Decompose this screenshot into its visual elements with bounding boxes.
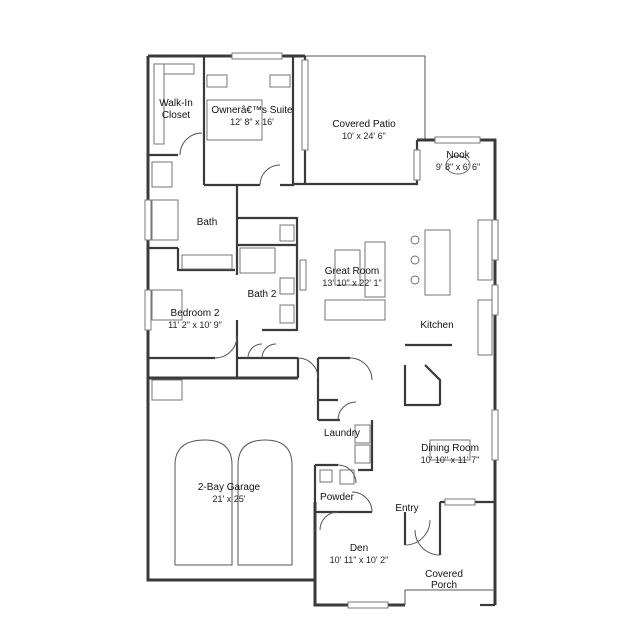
windows xyxy=(144,52,499,609)
nook-label: Nook xyxy=(446,150,470,161)
laundry-label: Laundry xyxy=(324,428,360,439)
great-room-dims: 13' 10" x 22' 1" xyxy=(322,278,381,288)
dining-room-dims: 10' 10" x 11' 7" xyxy=(421,455,480,465)
entry-label: Entry xyxy=(395,503,418,514)
covered-patio-dims: 10' x 24' 6" xyxy=(342,131,386,141)
fixtures xyxy=(151,63,493,566)
kitchen-label: Kitchen xyxy=(420,320,453,331)
bath-label: Bath xyxy=(197,217,218,228)
covered-porch-label-2: Porch xyxy=(431,580,457,591)
dining-room-label: Dining Room xyxy=(421,443,479,454)
den-dims: 10' 11" x 10' 2" xyxy=(330,555,389,565)
covered-patio-label: Covered Patio xyxy=(332,119,396,130)
garage-label: 2-Bay Garage xyxy=(198,482,261,493)
great-room-label: Great Room xyxy=(325,266,379,277)
den-label: Den xyxy=(350,543,368,554)
owners-suite-label: Ownerâ€™s Suite xyxy=(211,105,293,116)
nook-dims: 9' 8" x 6' 6" xyxy=(436,162,480,172)
covered-porch-label-1: Covered xyxy=(425,569,463,580)
bedroom-2-label: Bedroom 2 xyxy=(171,308,220,319)
walk-in-closet-label-2: Closet xyxy=(162,110,191,121)
owners-suite-dims: 12' 8" x 16' xyxy=(230,117,274,127)
bedroom-2-dims: 11' 2" x 10' 9" xyxy=(168,320,222,330)
walk-in-closet-label-1: Walk-In xyxy=(159,98,193,109)
garage-dims: 21' x 25' xyxy=(213,494,246,504)
interior-walls xyxy=(148,56,495,555)
powder-label: Powder xyxy=(320,492,355,503)
room-labels: Walk-In Closet Ownerâ€™s Suite 12' 8" x … xyxy=(159,98,480,591)
bath-2-label: Bath 2 xyxy=(248,289,277,300)
doors xyxy=(179,132,441,556)
